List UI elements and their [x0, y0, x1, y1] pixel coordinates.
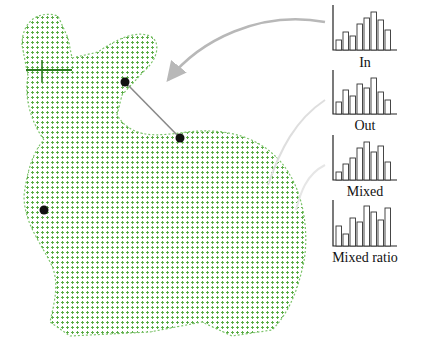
histogram-bar [364, 142, 370, 180]
histogram-bar [357, 24, 363, 50]
histogram-label: Mixed ratio [332, 251, 398, 265]
leader-line [296, 165, 325, 210]
histogram-label: Mixed [347, 185, 384, 199]
histogram-bar [364, 206, 370, 246]
sample-point [121, 78, 130, 87]
histogram-bar [336, 40, 342, 50]
sample-point [176, 134, 185, 143]
histogram-bar [343, 90, 349, 114]
leader-line [268, 100, 325, 185]
histogram-bar [385, 162, 391, 180]
histogram-bar [350, 218, 356, 246]
histogram-bar [336, 102, 342, 114]
histogram-bar [371, 12, 377, 50]
histogram-bar [343, 32, 349, 50]
histogram-bar [336, 226, 342, 246]
histogram-axes [333, 135, 397, 180]
histogram-bar [385, 208, 391, 246]
histogram-bar [350, 96, 356, 114]
histogram-bar [371, 78, 377, 114]
histogram-bar [378, 20, 384, 50]
histogram-bar [371, 212, 377, 246]
histogram-label: Out [355, 119, 376, 133]
ear-band [41, 60, 43, 82]
histogram-label: In [359, 56, 371, 70]
histogram-bar [371, 152, 377, 180]
histogram-bar [378, 92, 384, 114]
histogram-bar [350, 36, 356, 50]
histogram-bar [343, 164, 349, 180]
ear-band [26, 69, 72, 71]
histogram-bar [378, 220, 384, 246]
histogram-bar [364, 88, 370, 114]
histogram-bar [357, 222, 363, 246]
query-segment [125, 82, 180, 138]
histogram-bar [357, 84, 363, 114]
histogram-bar [385, 100, 391, 114]
histogram-axes [333, 70, 397, 114]
histogram-bar [350, 158, 356, 180]
histogram-bar [364, 18, 370, 50]
histogram-bar [343, 234, 349, 246]
histogram-bar [336, 172, 342, 180]
sample-point [40, 206, 49, 215]
leader-arrow [168, 19, 325, 80]
histogram-axes [333, 200, 397, 246]
histogram-bar [385, 30, 391, 50]
histogram-bar [378, 146, 384, 180]
histogram-axes [333, 5, 397, 50]
histogram-bar [357, 148, 363, 180]
bunny-point-cloud [22, 14, 306, 336]
